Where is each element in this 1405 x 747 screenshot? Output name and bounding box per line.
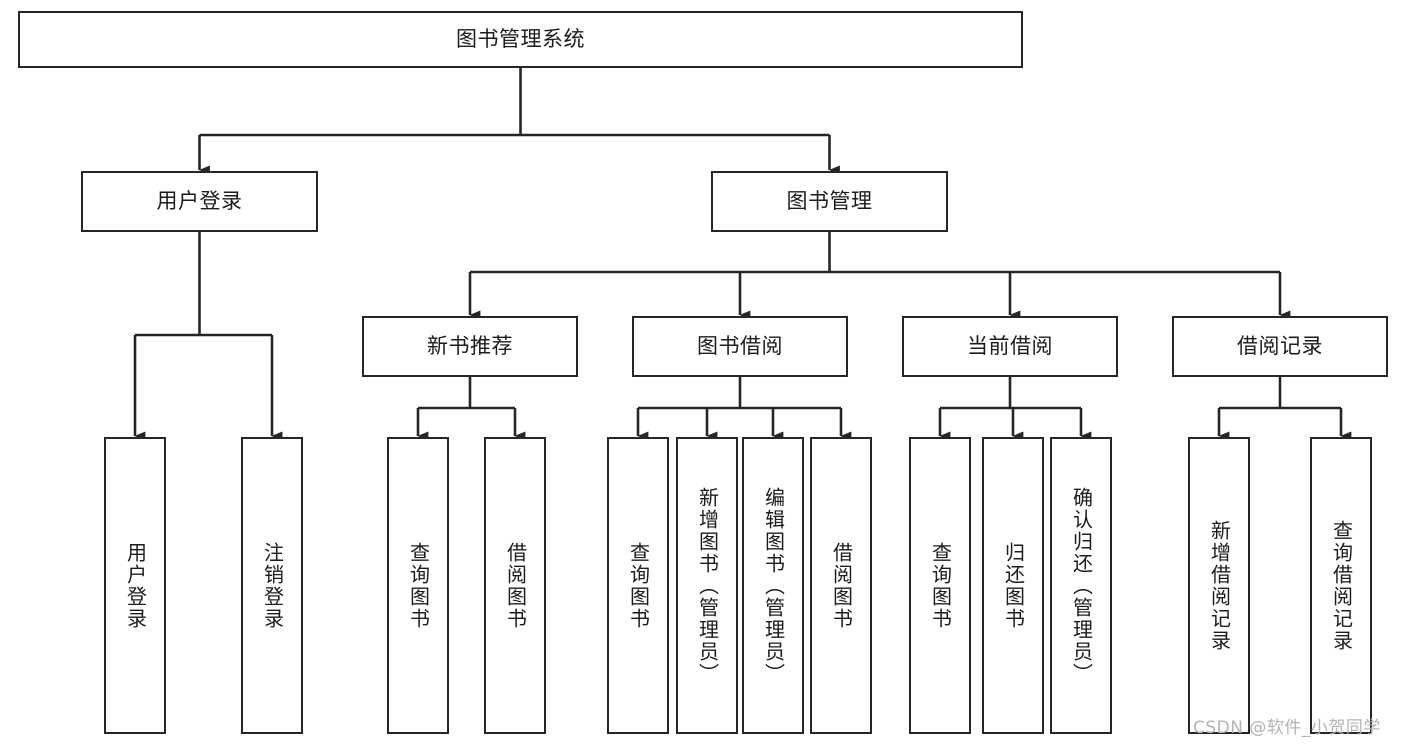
leaf-add-borrow-record-label: 新增借阅记录 — [1207, 519, 1232, 652]
leaf-borrow-book[interactable]: 借阅图书 — [810, 437, 872, 734]
leaf-edit-book[interactable]: 编辑图书（管理员） — [742, 437, 804, 734]
node-user-login-label: 用户登录 — [156, 189, 243, 214]
leaf-add-book[interactable]: 新增图书（管理员） — [676, 437, 738, 734]
leaf-logout-label: 注销登录 — [260, 541, 285, 630]
node-new-book-recommend-label: 新书推荐 — [427, 334, 513, 359]
leaf-confirm-return-label: 确认归还（管理员） — [1069, 486, 1094, 685]
leaf-query-borrow-record-label: 查询借阅记录 — [1329, 519, 1354, 652]
leaf-user-login-label: 用户登录 — [123, 541, 148, 630]
leaf-query-book-current-label: 查询图书 — [928, 541, 953, 630]
leaf-borrow-book-recommend[interactable]: 借阅图书 — [484, 437, 546, 734]
leaf-return-book-label: 归还图书 — [1001, 541, 1026, 630]
node-root[interactable]: 图书管理系统 — [18, 11, 1023, 68]
csdn-watermark: CSDN @软件_小贺同学 — [1193, 718, 1381, 738]
node-current-borrow-label: 当前借阅 — [967, 334, 1053, 359]
leaf-return-book[interactable]: 归还图书 — [982, 437, 1044, 734]
leaf-add-borrow-record[interactable]: 新增借阅记录 — [1188, 437, 1250, 734]
node-user-login[interactable]: 用户登录 — [81, 171, 318, 232]
edges — [133, 68, 1352, 441]
node-current-borrow[interactable]: 当前借阅 — [902, 316, 1118, 377]
leaf-query-book-recommend[interactable]: 查询图书 — [387, 437, 449, 734]
leaf-logout[interactable]: 注销登录 — [241, 437, 303, 734]
node-new-book-recommend[interactable]: 新书推荐 — [362, 316, 578, 377]
leaf-user-login[interactable]: 用户登录 — [104, 437, 166, 734]
leaf-borrow-book-recommend-label: 借阅图书 — [503, 541, 528, 630]
leaf-query-book-borrow[interactable]: 查询图书 — [607, 437, 669, 734]
leaf-query-borrow-record[interactable]: 查询借阅记录 — [1310, 437, 1372, 734]
leaf-edit-book-label: 编辑图书（管理员） — [761, 486, 786, 685]
node-book-borrow[interactable]: 图书借阅 — [632, 316, 848, 377]
node-book-borrow-label: 图书借阅 — [697, 334, 783, 359]
leaf-query-book-recommend-label: 查询图书 — [406, 541, 431, 630]
node-book-manage[interactable]: 图书管理 — [711, 171, 948, 232]
node-borrow-record-label: 借阅记录 — [1237, 334, 1323, 359]
leaf-query-book-current[interactable]: 查询图书 — [909, 437, 971, 734]
leaf-query-book-borrow-label: 查询图书 — [626, 541, 651, 630]
node-book-manage-label: 图书管理 — [786, 189, 873, 214]
node-root-label: 图书管理系统 — [456, 27, 585, 52]
leaf-borrow-book-label: 借阅图书 — [829, 541, 854, 630]
leaf-confirm-return[interactable]: 确认归还（管理员） — [1050, 437, 1112, 734]
leaf-add-book-label: 新增图书（管理员） — [695, 486, 720, 685]
node-borrow-record[interactable]: 借阅记录 — [1172, 316, 1388, 377]
